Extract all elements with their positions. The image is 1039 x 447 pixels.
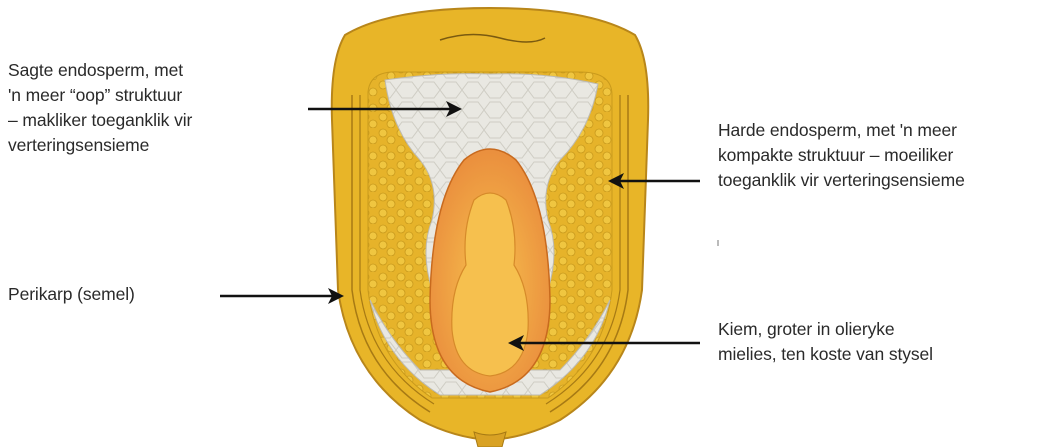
label-line: verteringsensieme [8, 133, 192, 158]
label-line: 'n meer “oop” struktuur [8, 83, 192, 108]
label-line: mielies, ten koste van stysel [718, 342, 933, 367]
label-line: Harde endosperm, met 'n meer [718, 118, 965, 143]
arrow-hard-endosperm [608, 173, 700, 189]
label-pericarp: Perikarp (semel) [8, 282, 135, 307]
arrow-pericarp [220, 288, 344, 304]
label-germ: Kiem, groter in olieryke mielies, ten ko… [718, 317, 933, 367]
label-line: – makliker toeganklik vir [8, 108, 192, 133]
label-line: Sagte endosperm, met [8, 58, 192, 83]
label-line: Perikarp (semel) [8, 282, 135, 307]
label-line: kompakte struktuur – moeiliker [718, 143, 965, 168]
label-soft-endosperm: Sagte endosperm, met 'n meer “oop” struk… [8, 58, 192, 158]
label-hard-endosperm: Harde endosperm, met 'n meer kompakte st… [718, 118, 965, 193]
label-line: Kiem, groter in olieryke [718, 317, 933, 342]
label-line: toeganklik vir verteringsensieme [718, 168, 965, 193]
